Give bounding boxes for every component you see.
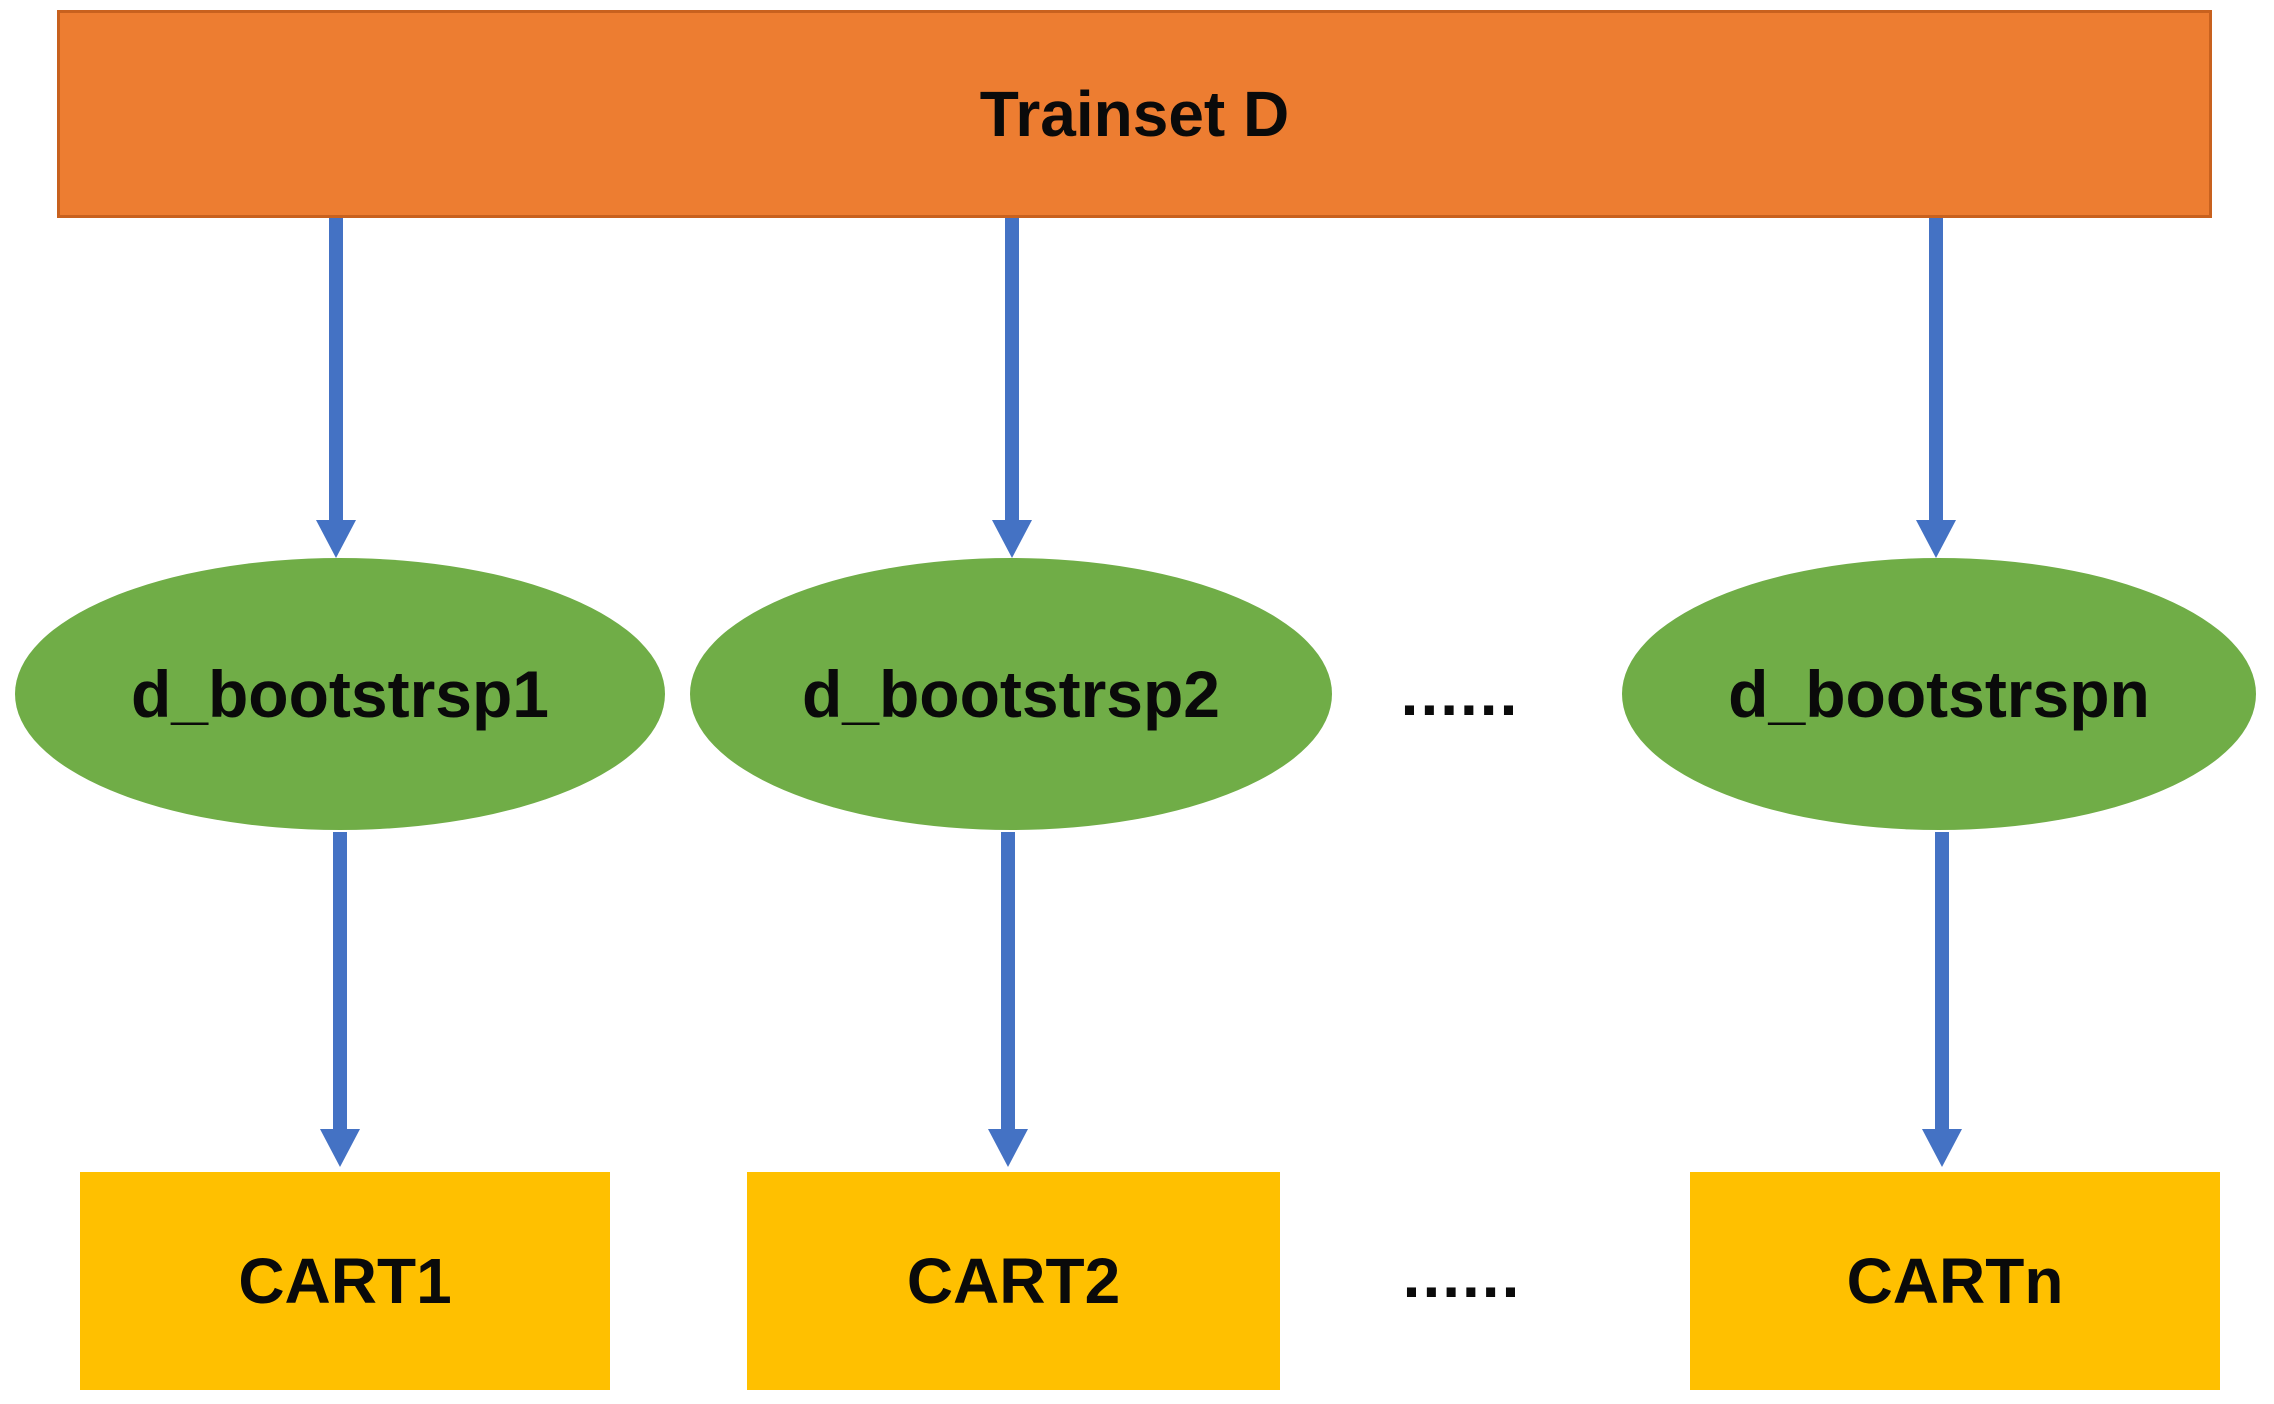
ellipsis-bootstrap-row: ......: [1400, 657, 1520, 729]
arrow-trainset-to-bootstrapn-icon: [1916, 218, 1956, 558]
arrow-shaft: [1005, 218, 1019, 520]
bootstrap2-label: d_bootstrsp2: [801, 657, 1221, 731]
cart1-label: CART1: [238, 1245, 452, 1317]
bootstrap1-node: d_bootstrsp1: [15, 558, 665, 830]
arrow-trainset-to-bootstrap1-icon: [316, 218, 356, 558]
arrow-shaft: [329, 218, 343, 520]
bootstrap1-label: d_bootstrsp1: [130, 657, 550, 731]
arrow-head: [320, 1129, 360, 1167]
arrow-shaft: [333, 832, 347, 1129]
arrow-trainset-to-bootstrap2-icon: [992, 218, 1032, 558]
arrow-head: [988, 1129, 1028, 1167]
arrow-shaft: [1935, 832, 1949, 1129]
cartn-label: CARTn: [1846, 1245, 2064, 1317]
arrow-head: [1916, 520, 1956, 558]
arrow-shaft: [1929, 218, 1943, 520]
arrow-bootstrapn-to-cartn-icon: [1922, 832, 1962, 1167]
cart2-node: CART2: [747, 1172, 1280, 1390]
arrow-bootstrap1-to-cart1-icon: [320, 832, 360, 1167]
cart2-label: CART2: [906, 1245, 1121, 1317]
bootstrapn-label: d_bootstrspn: [1728, 657, 2150, 731]
ellipsis-cart-row: ......: [1402, 1239, 1522, 1311]
arrow-shaft: [1001, 832, 1015, 1129]
bootstrap2-node: d_bootstrsp2: [690, 558, 1332, 830]
cartn-node: CARTn: [1690, 1172, 2220, 1390]
trainset-label: Trainset D: [979, 78, 1290, 150]
arrow-head: [1922, 1129, 1962, 1167]
arrow-head: [992, 520, 1032, 558]
cart1-node: CART1: [80, 1172, 610, 1390]
bootstrapn-node: d_bootstrspn: [1622, 558, 2256, 830]
arrow-bootstrap2-to-cart2-icon: [988, 832, 1028, 1167]
arrow-head: [316, 520, 356, 558]
trainset-node: Trainset D: [57, 10, 2212, 218]
